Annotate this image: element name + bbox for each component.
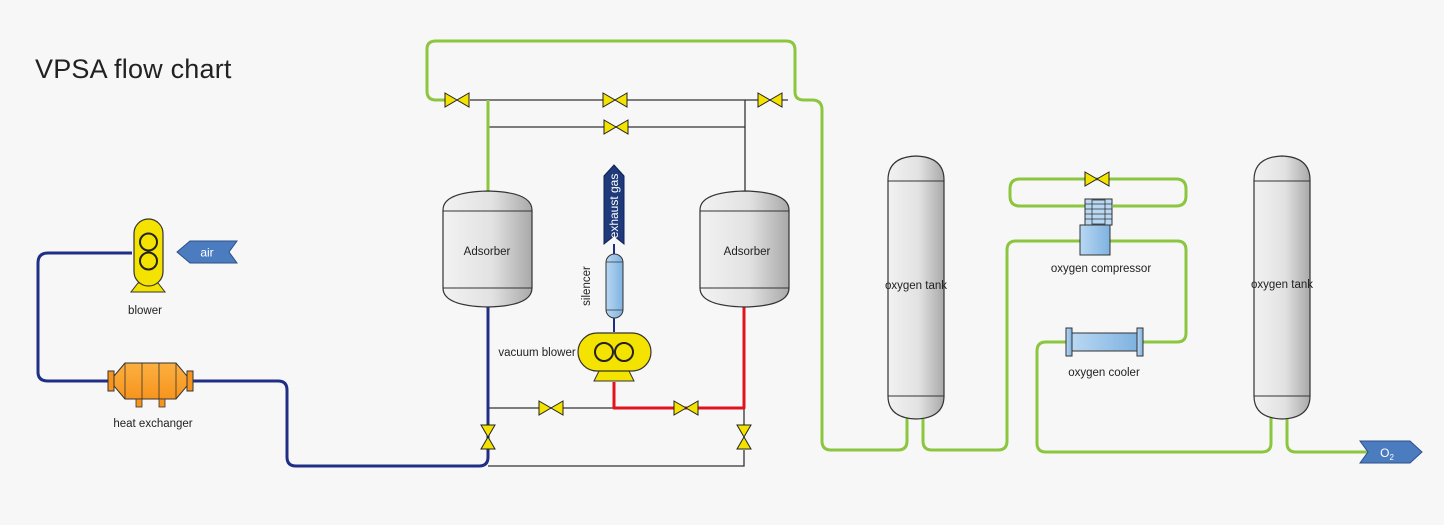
valve-left-vertical[interactable] — [480, 424, 496, 450]
adsorber-right[interactable]: Adsorber — [699, 190, 790, 308]
valves — [444, 92, 1110, 450]
oxygen-compressor[interactable] — [1079, 198, 1113, 256]
valve-top-left[interactable] — [444, 92, 470, 108]
blower-label: blower — [128, 305, 162, 317]
oxygen-tank-2[interactable]: oxygen tank — [1251, 155, 1313, 420]
blower-to-heat-exchanger — [36, 251, 132, 383]
compressor-to-cooler — [1110, 239, 1188, 344]
oxygen-tank-1[interactable]: oxygen tank — [885, 155, 947, 420]
silencer[interactable] — [605, 253, 624, 319]
valve-top-right[interactable] — [757, 92, 783, 108]
exhaust-gas-arrow: exhaust gas — [603, 164, 625, 246]
vacuum-blower[interactable] — [577, 332, 652, 382]
tank1-to-compressor — [921, 239, 1080, 452]
blower[interactable] — [129, 218, 167, 293]
vacuum-blower-label: vacuum blower — [498, 347, 576, 359]
oxygen-tank-1-label: oxygen tank — [885, 280, 947, 292]
valve-compressor-bypass[interactable] — [1084, 171, 1110, 187]
page-title: VPSA flow chart — [35, 54, 232, 84]
valve-second-header[interactable] — [603, 119, 629, 135]
heat-exchanger[interactable] — [107, 362, 194, 408]
valve-right-vertical[interactable] — [736, 424, 752, 450]
valve-top-center[interactable] — [602, 92, 628, 108]
tank2-outlet — [1285, 416, 1368, 454]
oxygen-tank-2-label: oxygen tank — [1251, 279, 1313, 291]
air-inlet-arrow: air — [176, 240, 238, 264]
oxygen-cooler[interactable] — [1065, 327, 1144, 357]
silencer-label: silencer — [581, 266, 593, 306]
top-loop-line — [425, 39, 909, 452]
heat-exchanger-to-adsorber — [193, 306, 490, 468]
air-label: air — [200, 246, 213, 260]
valve-lower-right[interactable] — [673, 400, 699, 416]
adsorber-left[interactable]: Adsorber — [442, 190, 533, 308]
oxygen-compressor-label: oxygen compressor — [1051, 263, 1152, 275]
adsorber-left-label: Adsorber — [464, 246, 511, 258]
cooler-to-tank2 — [1035, 340, 1273, 454]
heat-exchanger-label: heat exchanger — [113, 418, 192, 430]
oxygen-cooler-label: oxygen cooler — [1068, 367, 1140, 379]
o2-label: O — [1380, 446, 1389, 460]
adsorber-right-label: Adsorber — [724, 246, 771, 258]
o2-subscript: 2 — [1389, 453, 1394, 462]
svg-text:O2: O2 — [1380, 446, 1394, 462]
valve-lower-left[interactable] — [538, 400, 564, 416]
o2-outlet-arrow: O2 — [1359, 440, 1423, 464]
bottom-return-line — [488, 450, 745, 467]
exhaust-gas-label: exhaust gas — [607, 174, 621, 239]
blue-piping — [36, 251, 490, 468]
